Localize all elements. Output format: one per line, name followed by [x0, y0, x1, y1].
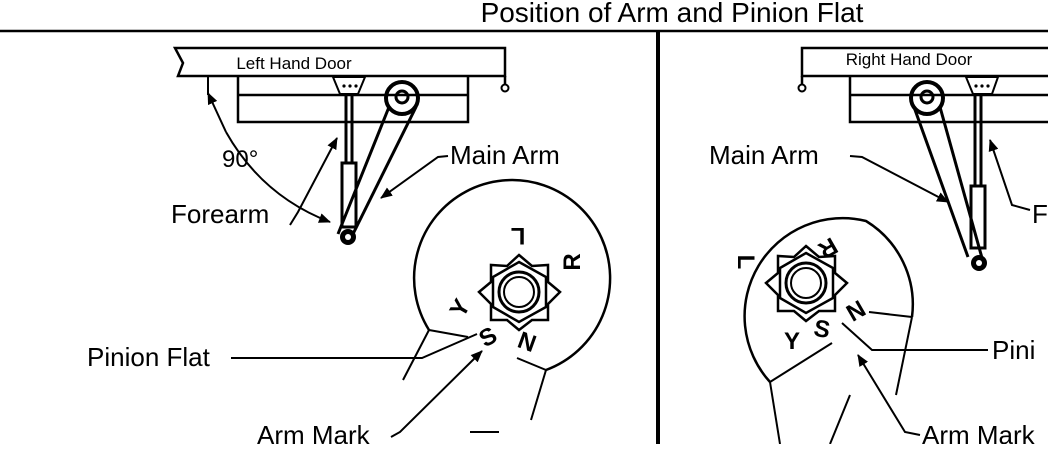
right-pinion-label: Pini [992, 335, 1035, 365]
right-door-label: Right Hand Door [846, 50, 973, 69]
right-arm-mark-label: Arm Mark [922, 420, 1036, 444]
right-main-arm-label: Main Arm [709, 140, 819, 170]
left-angle-label: 90° [222, 146, 258, 173]
left-pinion-flat-label: Pinion Flat [87, 342, 211, 372]
right-hand-door-panel: Right Hand Door Main Arm F [709, 48, 1048, 444]
right-letter-l: L [732, 255, 759, 270]
left-position-letters: L R Y S N [445, 222, 586, 358]
left-hand-door-panel: Left Hand Door 90° Main Arm Forearm [87, 48, 610, 444]
right-bracket-dots [974, 84, 989, 87]
left-forearm-label: Forearm [171, 199, 269, 229]
left-main-arm [338, 82, 418, 236]
left-forearm [340, 95, 356, 245]
right-letter-s: S [812, 315, 832, 344]
right-door-closer: Right Hand Door [799, 48, 1048, 122]
left-main-arm-label: Main Arm [450, 140, 560, 170]
right-letter-n: N [842, 295, 871, 327]
left-letter-s: S [475, 322, 502, 353]
left-letter-y: Y [445, 295, 476, 322]
left-pinion-disc [403, 180, 610, 432]
left-letter-n: N [514, 327, 540, 358]
right-forearm-label: F [1032, 199, 1048, 229]
left-door-closer: Left Hand Door [175, 48, 509, 122]
diagram-title: Position of Arm and Pinion Flat [481, 0, 864, 28]
left-letter-l: L [511, 222, 526, 249]
left-bracket-dots [342, 84, 357, 87]
right-letter-y: Y [784, 328, 800, 355]
left-arm-mark-label: Arm Mark [257, 420, 371, 444]
left-door-label: Left Hand Door [236, 54, 352, 73]
left-letter-r: R [559, 253, 586, 270]
